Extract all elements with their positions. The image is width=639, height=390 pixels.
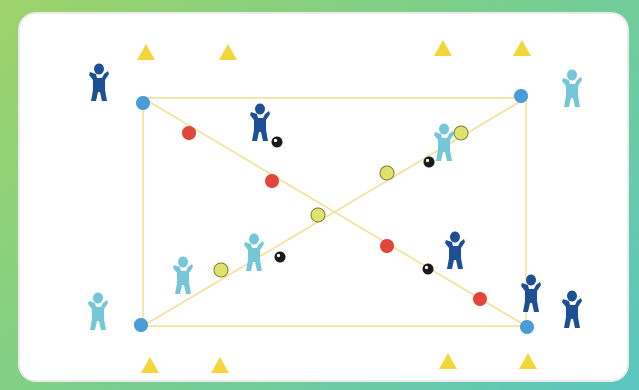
player-figure-icon — [244, 233, 264, 271]
player-figure-icon — [562, 69, 582, 107]
cone-icon — [513, 40, 531, 56]
blue-dot-icon — [136, 96, 150, 110]
player-figure-icon — [250, 103, 270, 141]
player-figure-icon — [562, 290, 582, 328]
balls — [271, 136, 435, 275]
base-markers — [134, 89, 534, 334]
player-figure-icon — [173, 256, 193, 294]
cone-icon — [141, 357, 159, 373]
player-figure-icon — [521, 274, 541, 312]
players-dark — [89, 63, 582, 328]
disc-marker-icon — [182, 126, 196, 140]
disc-marker-icon — [310, 207, 326, 223]
soccer-ball-icon — [422, 263, 434, 275]
disc-marker-icon — [453, 125, 469, 141]
cone-icon — [137, 44, 155, 60]
cone-icon — [434, 40, 452, 56]
cone-icon — [519, 353, 537, 369]
cone-icon — [211, 357, 229, 373]
soccer-ball-icon — [423, 156, 435, 168]
disc-marker-icon — [473, 292, 487, 306]
soccer-ball-icon — [274, 251, 286, 263]
player-figure-icon — [445, 231, 465, 269]
blue-dot-icon — [520, 320, 534, 334]
blue-dot-icon — [514, 89, 528, 103]
cone-icon — [439, 353, 457, 369]
disc-marker-icon — [379, 165, 395, 181]
yellow-discs — [213, 125, 469, 278]
player-figure-icon — [89, 63, 109, 101]
field-lines — [142, 97, 527, 327]
soccer-ball-icon — [271, 136, 283, 148]
cone-icon — [219, 44, 237, 60]
field-rectangle — [142, 97, 527, 327]
player-figure-icon — [88, 292, 108, 330]
disc-marker-icon — [213, 262, 229, 278]
red-discs — [182, 126, 487, 306]
disc-marker-icon — [380, 239, 394, 253]
blue-dot-icon — [134, 318, 148, 332]
cones — [137, 40, 537, 373]
disc-marker-icon — [265, 174, 279, 188]
